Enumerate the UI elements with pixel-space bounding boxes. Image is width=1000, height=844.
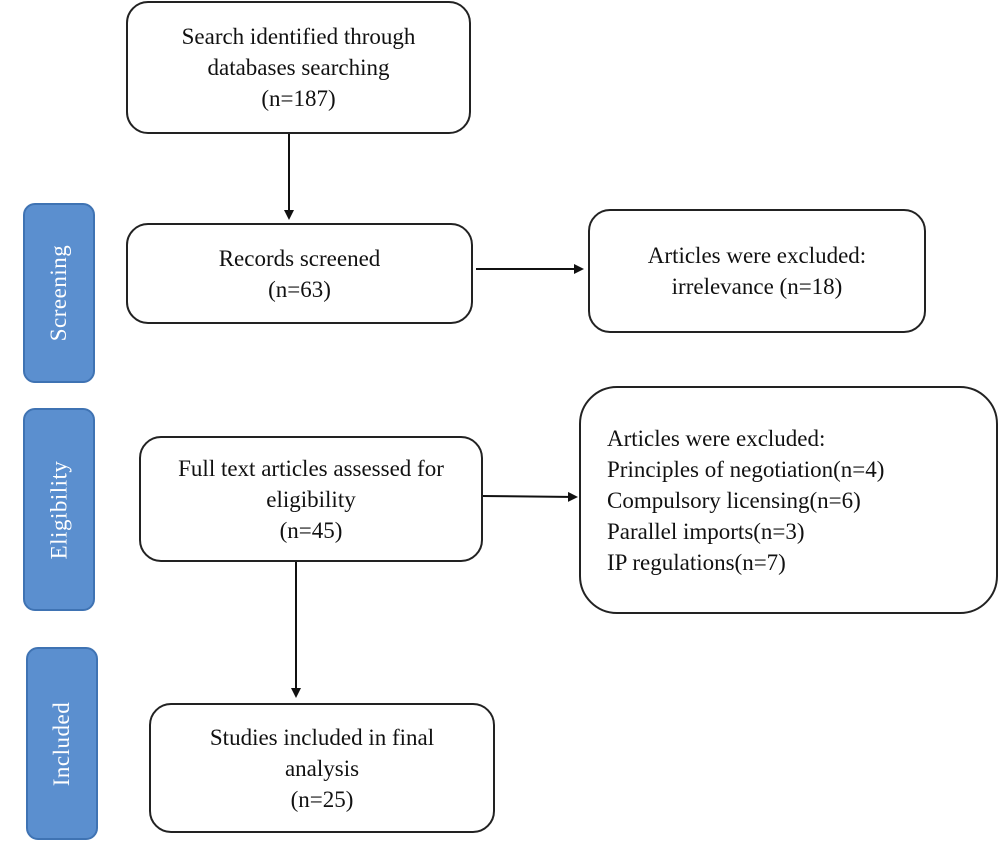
stage-included: Included [26, 647, 98, 840]
included-count: (n=25) [290, 786, 354, 812]
screened-count: (n=63) [268, 276, 331, 302]
assessed-box: Full text articles assessed for eligibil… [139, 436, 483, 562]
identified-line-2: databases searching [207, 55, 390, 80]
screened-box: Records screened (n=63) [126, 223, 473, 324]
arrow-assessed-to-excluded-2 [481, 491, 578, 502]
excluded-1-box: Articles were excluded: irrelevance (n=1… [588, 209, 926, 333]
identified-count: (n=187) [261, 86, 336, 111]
included-box: Studies included in final analysis (n=25… [149, 703, 495, 833]
assessed-line-2: eligibility [266, 486, 356, 512]
excluded-2-line-5: IP regulations(n=7) [607, 549, 786, 575]
identified-box: Search identified through databases sear… [126, 1, 471, 134]
excluded-1-line-1: Articles were excluded: [647, 243, 867, 268]
excluded-1-line-2: irrelevance (n=18) [671, 274, 843, 299]
stage-screening: Screening [23, 203, 95, 383]
assessed-line-1: Full text articles assessed for [178, 455, 444, 481]
excluded-2-line-4: Parallel imports(n=3) [607, 518, 805, 544]
included-line-2: analysis [284, 755, 360, 781]
stage-eligibility: Eligibility [23, 408, 95, 611]
excluded-2-line-1: Articles were excluded: [607, 425, 826, 451]
stage-screening-label: Screening [46, 244, 71, 342]
excluded-2-box: Articles were excluded: Principles of ne… [579, 386, 998, 614]
excluded-2-line-2: Principles of negotiation(n=4) [607, 456, 885, 482]
stage-included-label: Included [49, 701, 74, 786]
assessed-count: (n=45) [279, 517, 343, 543]
identified-line-1: Search identified through [181, 24, 416, 49]
included-line-1: Studies included in final [209, 724, 435, 750]
excluded-2-line-3: Compulsory licensing(n=6) [607, 487, 861, 513]
stage-eligibility-label: Eligibility [46, 460, 71, 559]
screened-line-1: Records screened [218, 245, 381, 271]
